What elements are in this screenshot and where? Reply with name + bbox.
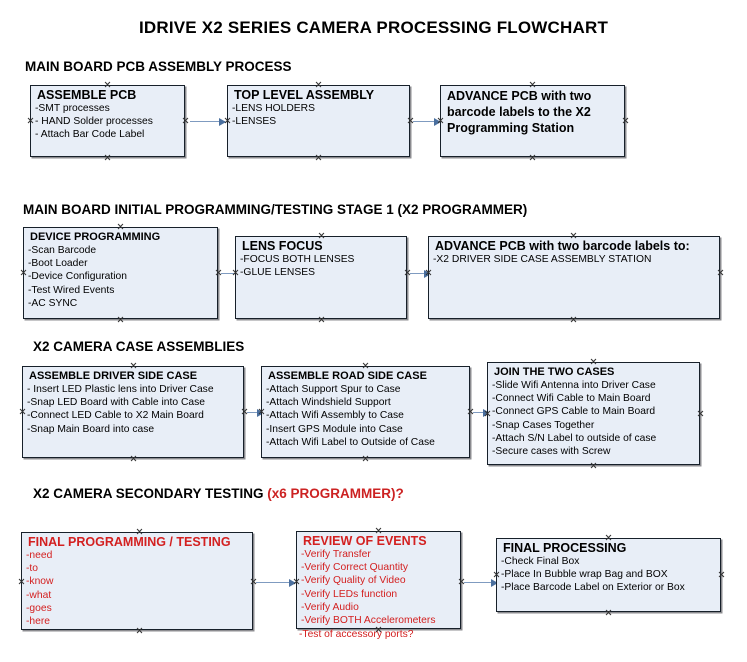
flow-box-advance-pcb-to-x2-programming-station[interactable]: ADVANCE PCB with two barcode labels to t…	[440, 85, 625, 157]
section-title-x2-camera-secondary-testing: X2 CAMERA SECONDARY TESTING (x6 PROGRAMM…	[33, 486, 404, 501]
section-title-main-board-initial-programming-testing-stage-1: MAIN BOARD INITIAL PROGRAMMING/TESTING S…	[23, 202, 528, 217]
flow-box-item: -X2 DRIVER SIDE CASE ASSEMBLY STATION	[433, 254, 652, 265]
flow-box-item: -Snap Cases Together	[492, 419, 595, 431]
flow-box-header: ASSEMBLE PCB	[37, 88, 137, 102]
flow-box-item: -Slide Wifi Antenna into Driver Case	[492, 380, 656, 391]
flow-box-item: - HAND Solder processes	[35, 116, 153, 128]
flow-box-item: -SMT processes	[35, 103, 110, 114]
section-title-accent: (x6 PROGRAMMER)?	[267, 486, 404, 501]
flow-box-top-level-assembly[interactable]: TOP LEVEL ASSEMBLY -LENS HOLDERS -LENSES	[227, 85, 410, 157]
flow-box-lens-focus[interactable]: LENS FOCUS -FOCUS BOTH LENSES -GLUE LENS…	[235, 236, 407, 319]
flow-box-item: -LENSES	[232, 116, 277, 128]
flow-box-header: ASSEMBLE DRIVER SIDE CASE	[29, 370, 198, 382]
arrow-head-icon	[434, 117, 441, 126]
flow-box-header: TOP LEVEL ASSEMBLY	[234, 88, 375, 102]
flow-box-item: -Attach Windshield Support	[266, 397, 391, 409]
arrow-head-icon	[289, 578, 296, 587]
arrow-head-icon	[219, 117, 226, 126]
flow-box-header: FINAL PROCESSING	[503, 541, 627, 555]
flow-box-final-programming-testing[interactable]: FINAL PROGRAMMING / TESTING -need -to -k…	[21, 532, 253, 630]
flow-box-item: -what	[26, 589, 52, 601]
flow-box-item: -Verify LEDs function	[301, 588, 398, 600]
flow-box-item: -here	[26, 616, 51, 628]
connector-arrow	[464, 578, 498, 587]
flow-box-item: -Device Configuration	[28, 271, 128, 283]
flow-box-assemble-pcb[interactable]: ASSEMBLE PCB -SMT processes - HAND Solde…	[30, 85, 185, 157]
flow-box-item: - Attach Bar Code Label	[35, 129, 145, 141]
flow-box-item: -Test Wired Events	[28, 284, 115, 296]
flow-box-item: -Boot Loader	[28, 258, 88, 270]
flow-box-item: -Insert GPS Module into Case	[266, 423, 403, 435]
flow-box-device-programming[interactable]: DEVICE PROGRAMMING -Scan Barcode -Boot L…	[23, 227, 218, 319]
section-title-x2-camera-case-assemblies: X2 CAMERA CASE ASSEMBLIES	[33, 339, 245, 354]
flow-box-final-processing[interactable]: FINAL PROCESSING -Check Final Box -Place…	[496, 538, 721, 612]
arrow-head-icon	[424, 269, 431, 278]
arrow-head-icon	[257, 408, 264, 417]
flow-box-item: -Connect Wifi Cable to Main Board	[492, 393, 651, 405]
flow-box-item: - Insert LED Plastic lens into Driver Ca…	[27, 384, 214, 395]
flow-box-item: -to	[26, 563, 39, 575]
flow-box-item: -need	[26, 550, 53, 561]
flow-box-header: FINAL PROGRAMMING / TESTING	[28, 535, 231, 549]
arrow-head-icon	[483, 408, 490, 417]
flow-box-item: -Place In Bubble wrap Bag and BOX	[501, 569, 668, 581]
flow-box-item: -Attach Wifi Assembly to Case	[266, 410, 404, 422]
flow-box-header: ADVANCE PCB with two barcode labels to t…	[447, 89, 592, 135]
flow-box-header: ADVANCE PCB with two barcode labels to:	[435, 239, 690, 253]
flow-box-item: -know	[26, 576, 54, 588]
flow-box-item: -Attach Support Spur to Case	[266, 384, 401, 395]
flow-box-assemble-driver-side-case[interactable]: ASSEMBLE DRIVER SIDE CASE - Insert LED P…	[22, 366, 244, 458]
flow-box-item: -Snap LED Board with Cable into Case	[27, 397, 206, 409]
flow-box-review-of-events[interactable]: REVIEW OF EVENTS -Verify Transfer -Verif…	[296, 531, 461, 629]
flow-box-item: -Attach Wifi Label to Outside of Case	[266, 436, 435, 448]
flow-box-item: -Check Final Box	[501, 556, 580, 567]
flow-box-header: ASSEMBLE ROAD SIDE CASE	[268, 370, 427, 382]
flow-box-assemble-road-side-case[interactable]: ASSEMBLE ROAD SIDE CASE -Attach Support …	[261, 366, 470, 458]
connector-arrow	[190, 117, 226, 126]
flow-box-header: DEVICE PROGRAMMING	[30, 231, 161, 243]
flow-box-item: -AC SYNC	[28, 297, 78, 309]
flow-box-item: -Snap Main Board into case	[27, 423, 155, 435]
flow-box-item: -Verify Quality of Video	[301, 575, 406, 587]
connector-arrow	[247, 408, 264, 417]
connector-arrow	[413, 117, 441, 126]
flow-box-item: -Connect LED Cable to X2 Main Board	[27, 410, 204, 422]
flow-box-item: -Scan Barcode	[28, 245, 97, 256]
flow-box-header: JOIN THE TWO CASES	[494, 366, 615, 378]
flow-box-header: LENS FOCUS	[242, 239, 323, 253]
flow-box-item: -FOCUS BOTH LENSES	[240, 254, 355, 265]
flow-box-item-overflow: -Test of accessory ports?	[299, 629, 414, 640]
flow-box-item: -GLUE LENSES	[240, 267, 315, 279]
flow-box-item: -LENS HOLDERS	[232, 103, 315, 114]
flow-box-item: -Attach S/N Label to outside of case	[492, 432, 657, 444]
connector-arrow	[410, 269, 431, 278]
section-title-main-board-pcb-assembly-process: MAIN BOARD PCB ASSEMBLY PROCESS	[25, 59, 292, 74]
flow-box-item: -Place Barcode Label on Exterior or Box	[501, 582, 685, 594]
flow-box-item: -Connect GPS Cable to Main Board	[492, 406, 656, 418]
flow-box-item: -Verify Correct Quantity	[301, 562, 409, 574]
flow-box-item: -goes	[26, 602, 52, 614]
flow-box-header: REVIEW OF EVENTS	[303, 534, 427, 548]
connector-arrow	[256, 578, 296, 587]
flow-box-item: -Verify Audio	[301, 601, 359, 613]
page-title: IDRIVE X2 SERIES CAMERA PROCESSING FLOWC…	[138, 18, 609, 37]
flow-box-item: -Verify Transfer	[301, 549, 371, 560]
flow-box-item: -Verify BOTH Accelerometers	[301, 615, 436, 627]
connector-arrow	[473, 408, 490, 417]
section-title-text: X2 CAMERA SECONDARY TESTING	[33, 486, 268, 501]
flow-box-join-the-two-cases[interactable]: JOIN THE TWO CASES -Slide Wifi Antenna i…	[487, 362, 700, 465]
flow-box-advance-pcb-to-driver-side-case-assembly-station[interactable]: ADVANCE PCB with two barcode labels to: …	[428, 236, 720, 319]
flow-box-item: -Secure cases with Screw	[492, 446, 611, 458]
arrow-head-icon	[491, 578, 498, 587]
